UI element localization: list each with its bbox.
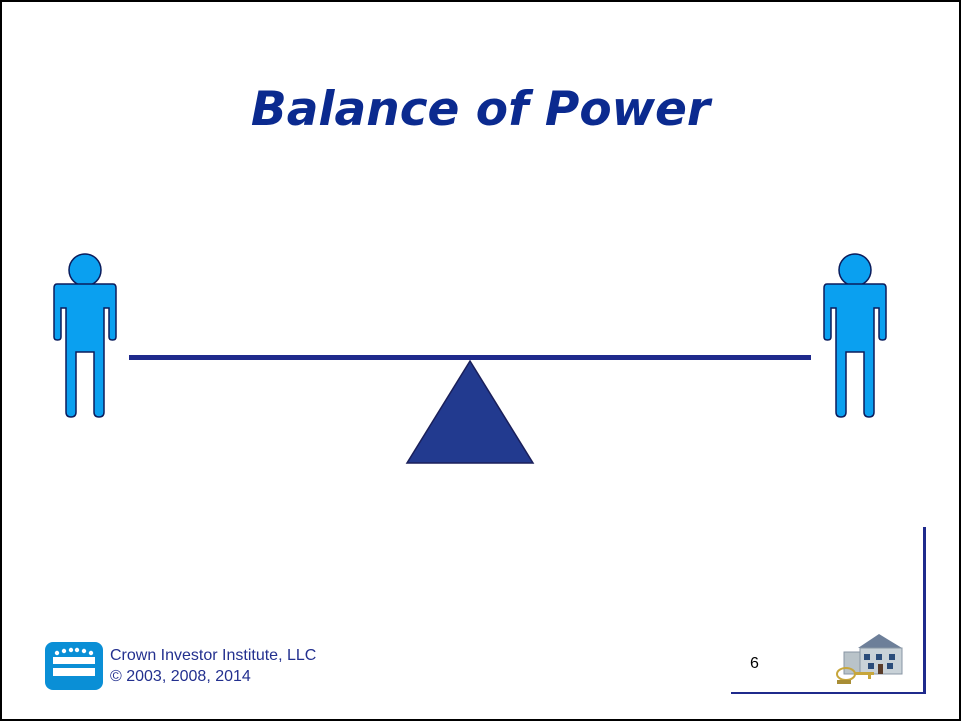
slide-title: Balance of Power [250, 82, 711, 137]
fulcrum-triangle-icon [405, 359, 535, 464]
copyright-text: © 2003, 2008, 2014 [110, 668, 251, 685]
footer-text: Crown Investor Institute, LLC © 2003, 20… [110, 645, 316, 687]
corner-rule-horizontal [731, 692, 926, 694]
corner-rule-vertical [923, 527, 926, 694]
page-number: 6 [750, 655, 759, 672]
company-name: Crown Investor Institute, LLC [110, 647, 317, 664]
crown-logo-icon [45, 642, 103, 690]
seesaw-beam [129, 355, 811, 360]
left-person-icon [53, 253, 117, 418]
house-with-keys-icon [832, 626, 918, 690]
right-person-icon [823, 253, 887, 418]
